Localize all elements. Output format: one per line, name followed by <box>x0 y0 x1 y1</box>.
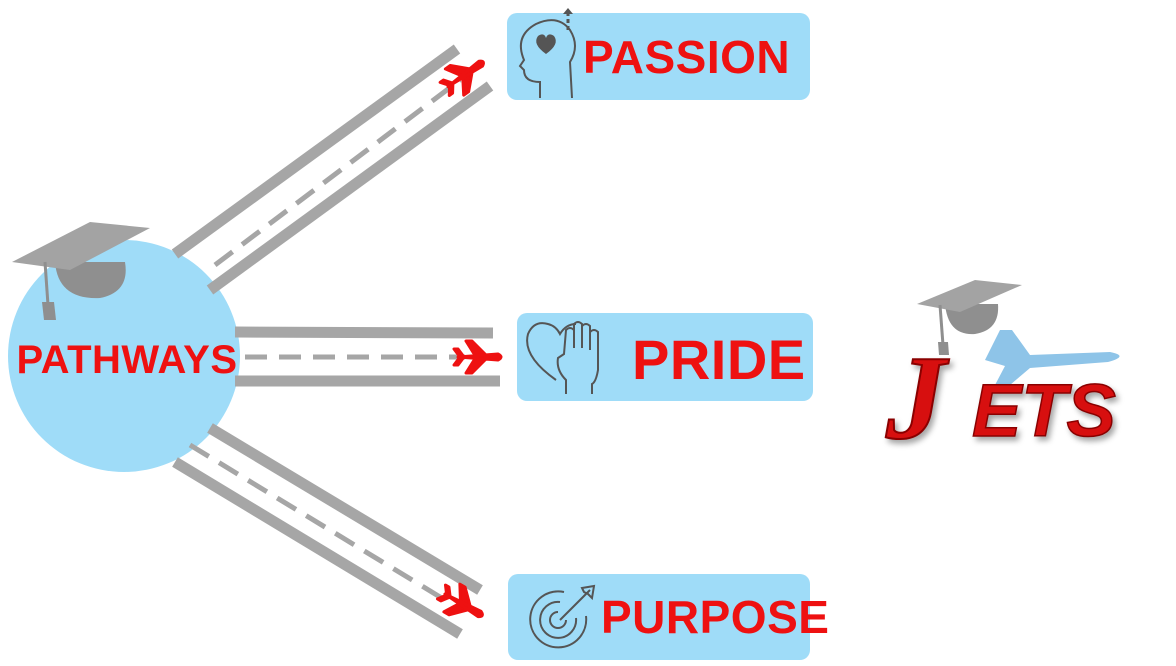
jets-logo-text: J <box>885 331 950 460</box>
runway-passion <box>171 44 494 295</box>
hub-circle <box>8 240 240 472</box>
destination-purpose-box <box>508 574 810 660</box>
brain-heart-icon <box>518 8 576 99</box>
destination-passion-box <box>507 13 810 100</box>
destination-pride-label: PRIDE <box>632 328 806 391</box>
destination-purpose-label: PURPOSE <box>601 591 830 643</box>
destination-passion-label: PASSION <box>583 31 791 83</box>
heart-hand-icon <box>526 321 599 394</box>
plane-icon <box>452 339 503 375</box>
runway-pride <box>234 326 500 387</box>
graduation-cap-icon <box>12 222 150 320</box>
runway-purpose <box>172 423 483 639</box>
plane-icon <box>435 582 484 619</box>
jets-logo: J ETS <box>884 330 1117 460</box>
hub-label: PATHWAYS <box>16 338 238 382</box>
jets-logo-text-rest: ETS <box>972 369 1116 452</box>
target-arrow-icon <box>529 584 596 649</box>
plane-icon <box>438 59 485 97</box>
